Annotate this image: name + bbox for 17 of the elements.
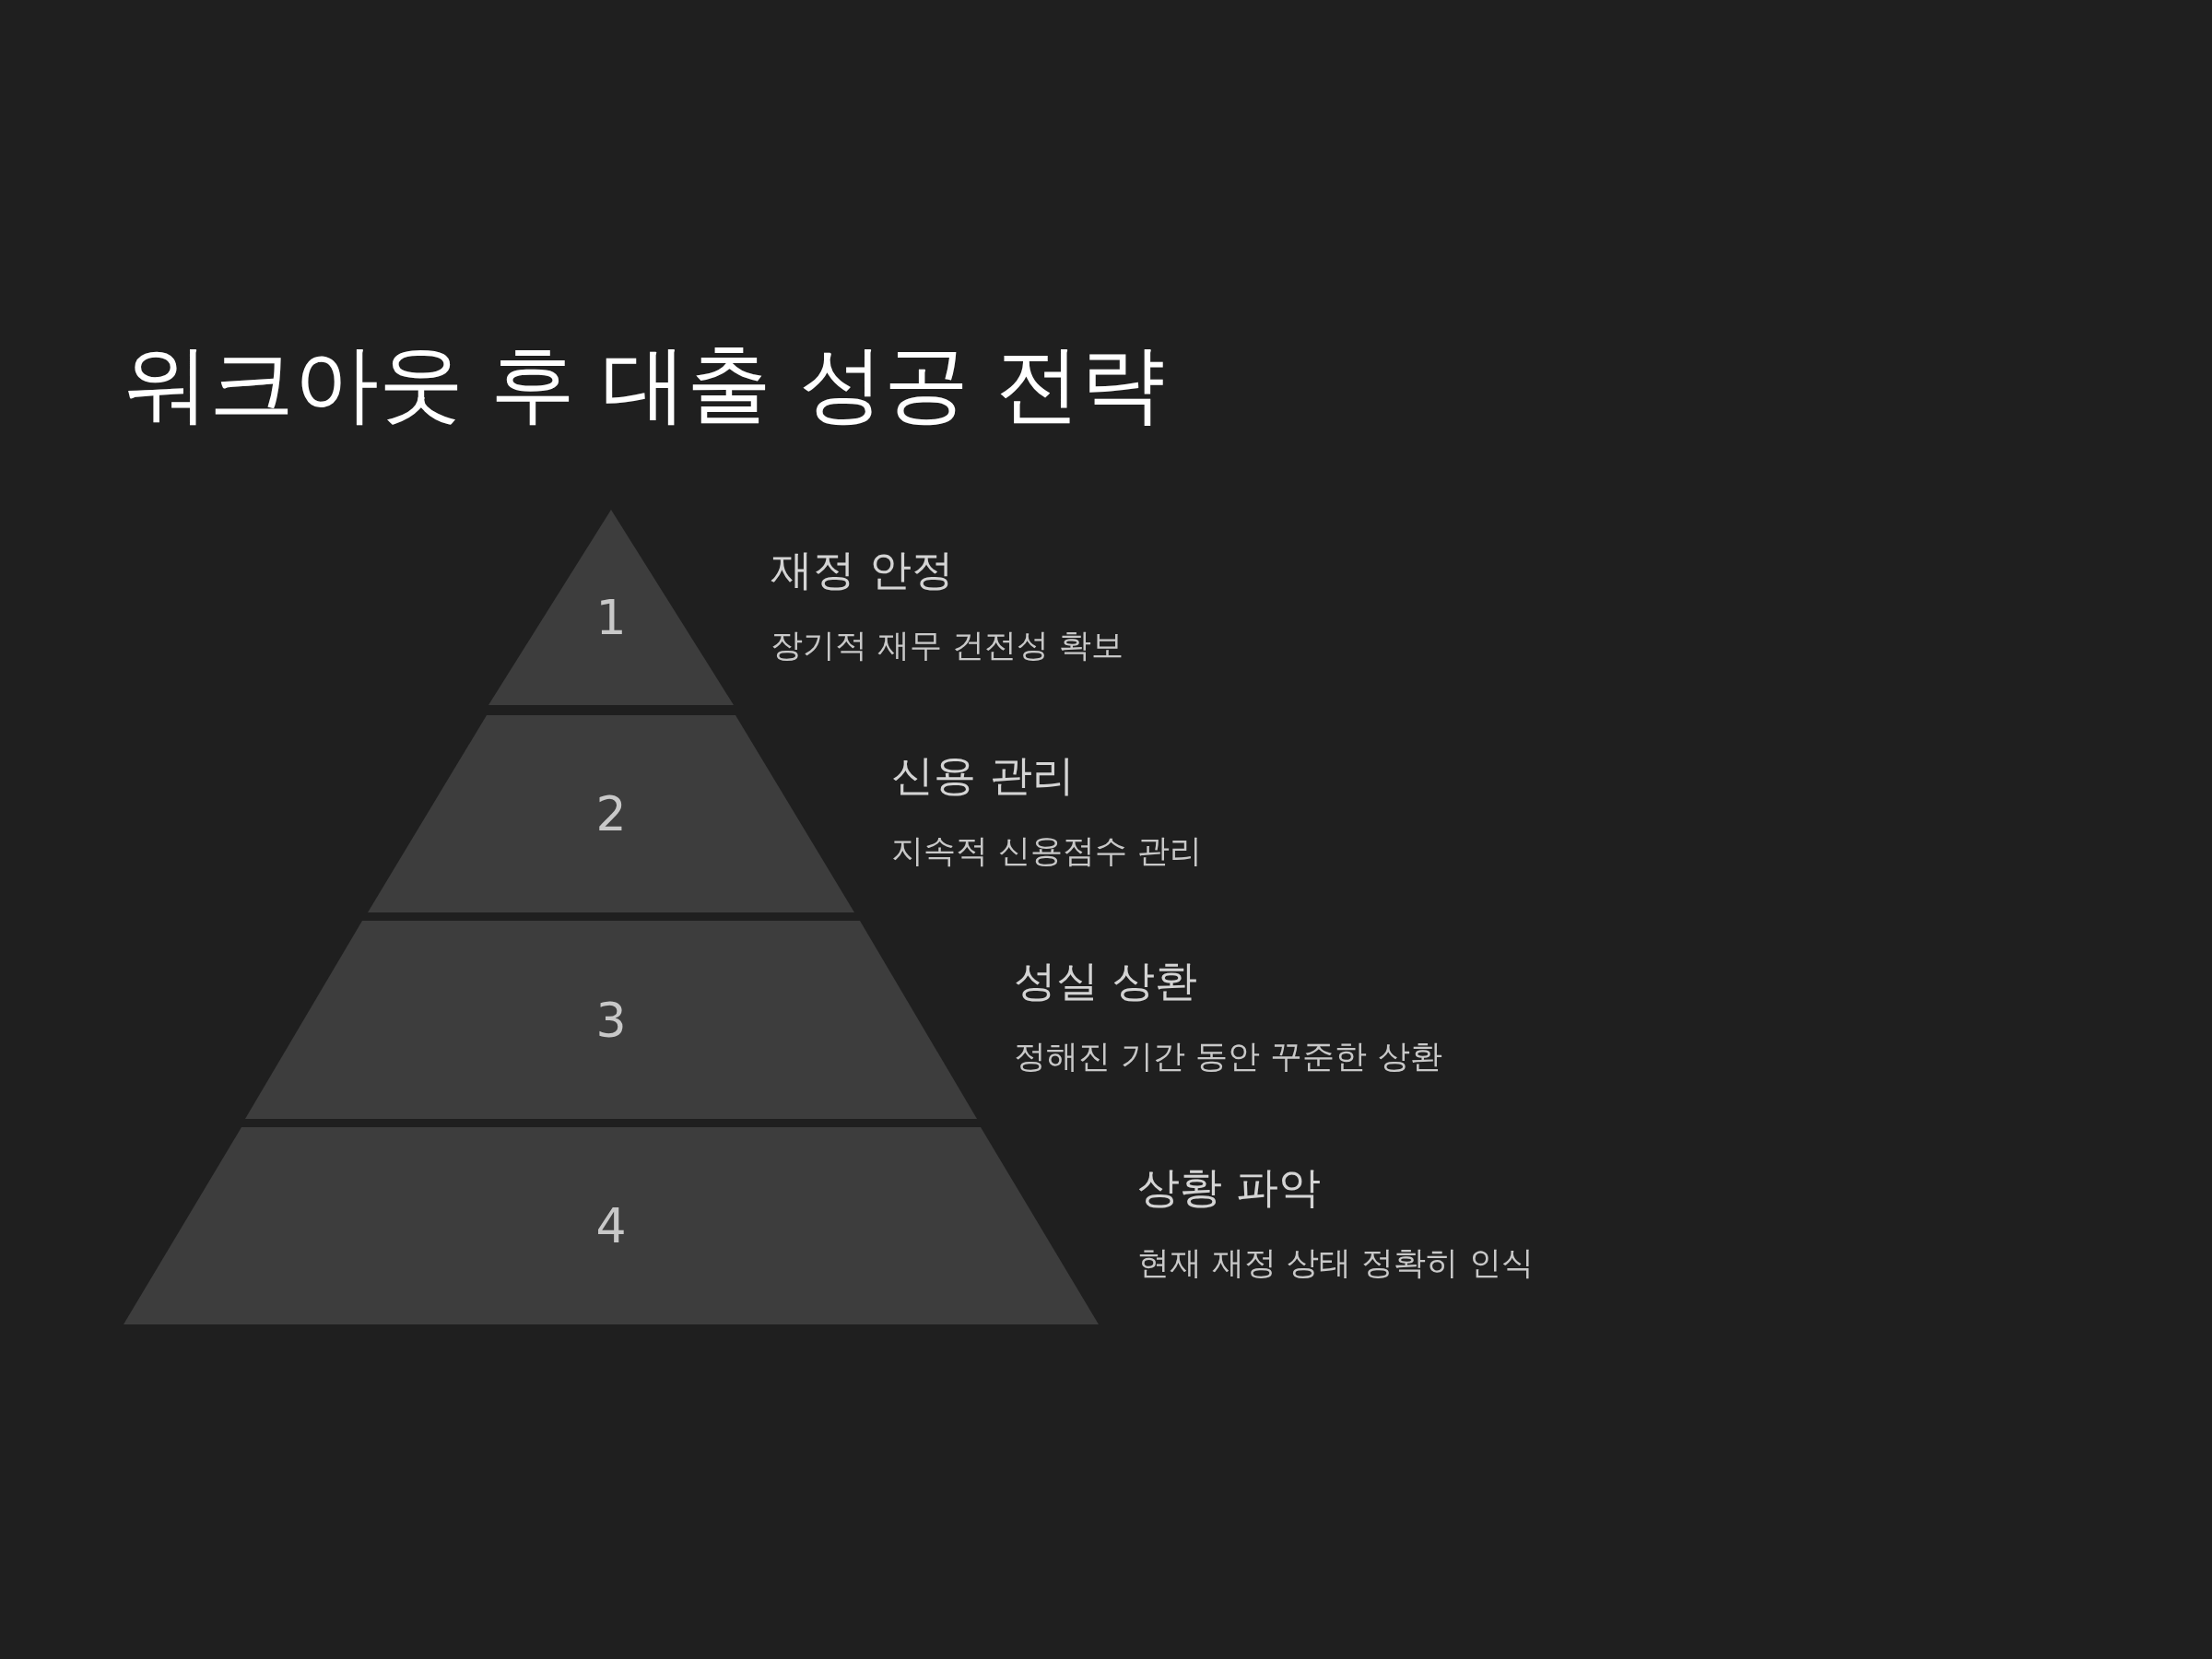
pyramid-layer [368, 715, 854, 912]
step-heading: 성실 상환 [1014, 959, 1197, 1002]
step-heading: 상황 파악 [1137, 1166, 1321, 1208]
pyramid-layer [124, 1127, 1099, 1324]
step-description: 장기적 재무 건전성 확보 [771, 629, 1124, 662]
pyramid-layer [245, 921, 977, 1119]
step-description: 현재 재정 상태 정확히 인식 [1137, 1247, 1534, 1279]
step-description: 지속적 신용점수 관리 [891, 835, 1203, 867]
layer-number: 1 [594, 593, 628, 641]
step-heading: 신용 관리 [891, 754, 1075, 796]
step-description: 정해진 기간 동안 꾸준한 상환 [1014, 1041, 1442, 1073]
layer-number: 3 [594, 995, 628, 1044]
layer-number: 2 [594, 790, 628, 838]
title: 워크아웃 후 대출 성공 전략 [124, 334, 1165, 435]
pyramid-layer [488, 510, 734, 705]
step-heading: 재정 안정 [771, 548, 954, 591]
layer-number: 4 [594, 1202, 628, 1250]
